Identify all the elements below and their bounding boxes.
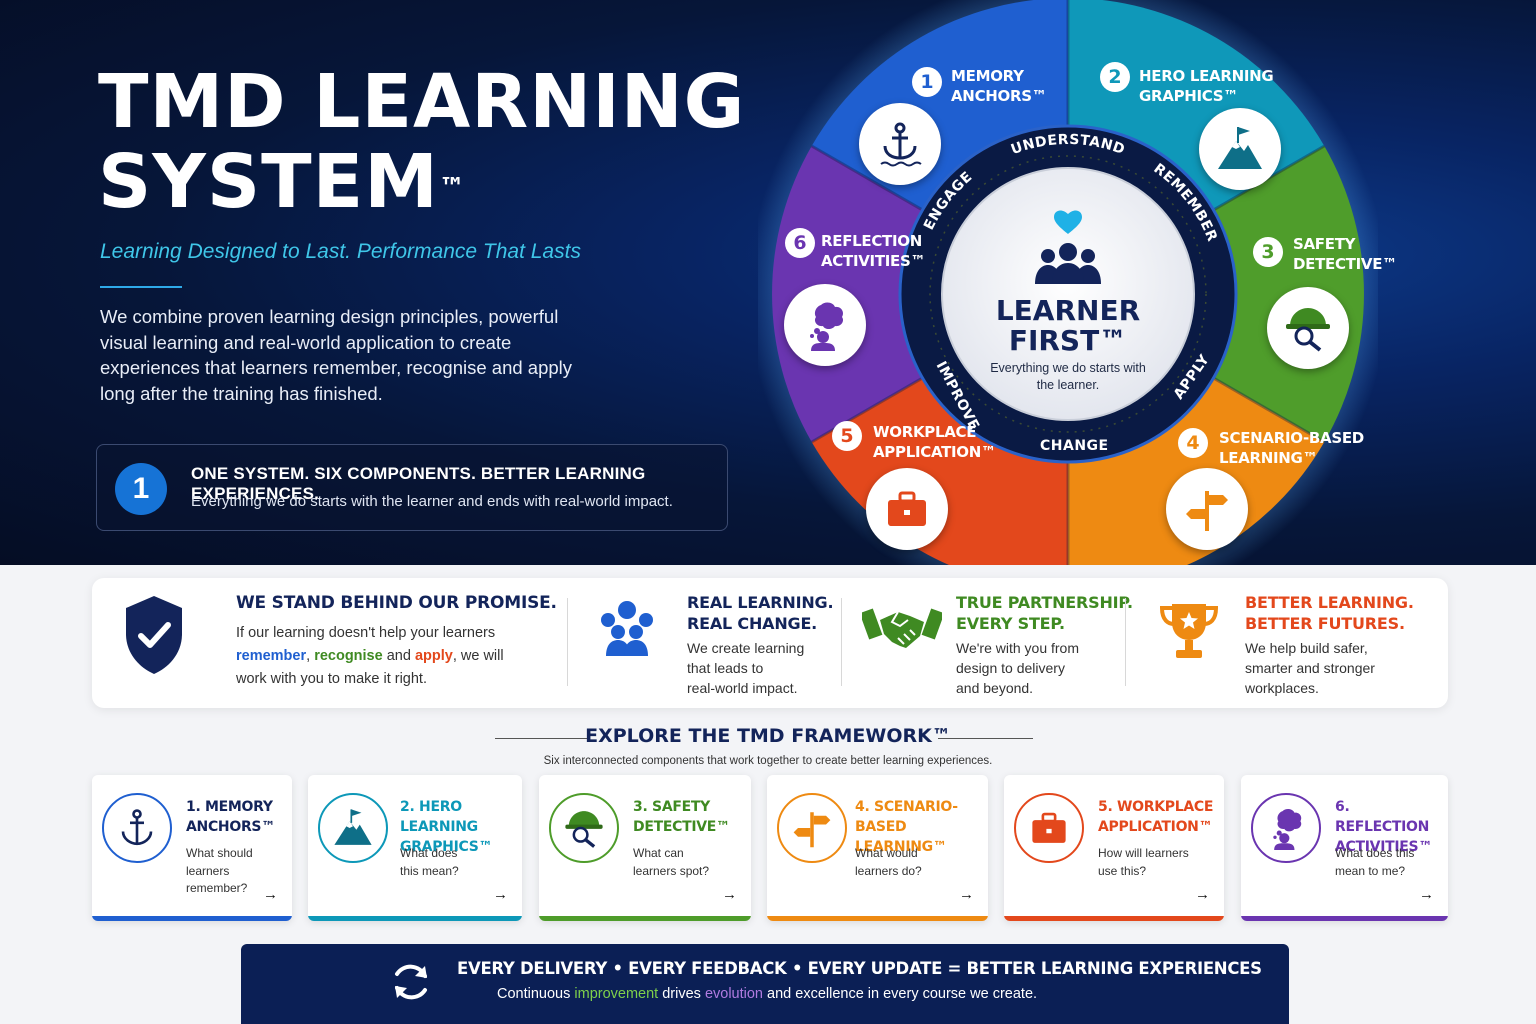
tagline-divider bbox=[100, 286, 182, 288]
promise-heading: WE STAND BEHIND OUR PROMISE. bbox=[236, 593, 557, 613]
system-subtext: Everything we do starts with the learner… bbox=[191, 493, 673, 510]
mountain-flag-icon bbox=[318, 793, 388, 863]
arrow-right-icon[interactable]: → bbox=[722, 886, 737, 903]
segment-6-number: 6 bbox=[785, 228, 815, 258]
arrow-right-icon[interactable]: → bbox=[1419, 886, 1434, 903]
card-accent-bar bbox=[308, 916, 522, 921]
explore-title: EXPLORE THE TMD FRAMEWORK™ bbox=[585, 725, 951, 747]
segment-5-number: 5 bbox=[832, 421, 862, 451]
people-group-icon bbox=[601, 601, 653, 656]
framework-wheel: UNDERSTAND REMEMBER ENGAGE APPLY CHANGE … bbox=[758, 0, 1397, 565]
detective-icon bbox=[1267, 287, 1349, 369]
segment-4-number: 4 bbox=[1178, 428, 1208, 458]
refresh-icon bbox=[395, 964, 427, 1000]
trademark-mark: ™ bbox=[438, 173, 466, 203]
shield-check-icon bbox=[126, 596, 182, 674]
briefcase-icon bbox=[866, 468, 948, 550]
footer-banner: EVERY DELIVERY • EVERY FEEDBACK • EVERY … bbox=[241, 944, 1289, 1024]
center-title-line-2: FIRST™ bbox=[1008, 324, 1128, 357]
handshake-icon bbox=[862, 608, 942, 648]
mountain-flag-icon bbox=[1199, 108, 1281, 190]
center-subtext: Everything we do starts with the learner… bbox=[990, 361, 1146, 392]
segment-3-number: 3 bbox=[1253, 237, 1283, 267]
hero-section: TMD LEARNING SYSTEM™ Learning Designed t… bbox=[0, 0, 1536, 565]
anchor-icon bbox=[859, 103, 941, 185]
arrow-right-icon[interactable]: → bbox=[263, 886, 278, 903]
promise-item-3-text: We help build safer,smarter and stronger… bbox=[1245, 640, 1375, 696]
signpost-icon bbox=[777, 793, 847, 863]
arrow-right-icon[interactable]: → bbox=[493, 886, 508, 903]
promise-item-1-heading: REAL LEARNING.REAL CHANGE. bbox=[687, 593, 834, 633]
title-line-2: SYSTEM bbox=[98, 139, 439, 225]
card-accent-bar bbox=[767, 916, 988, 921]
footer-heading: EVERY DELIVERY • EVERY FEEDBACK • EVERY … bbox=[457, 959, 1262, 978]
arrow-right-icon[interactable]: → bbox=[959, 886, 974, 903]
explore-subtitle: Six interconnected components that work … bbox=[543, 755, 993, 767]
ring-word-change: CHANGE bbox=[1040, 438, 1109, 454]
explore-rule-right bbox=[938, 738, 1033, 739]
card-accent-bar bbox=[92, 916, 292, 921]
footer-subtext: Continuous improvement drives evolution … bbox=[497, 986, 1038, 1002]
thought-icon bbox=[1251, 793, 1321, 863]
promise-item-3-heading: BETTER LEARNING.BETTER FUTURES. bbox=[1245, 593, 1414, 633]
thought-icon bbox=[784, 284, 866, 366]
signpost-icon bbox=[1166, 468, 1248, 550]
center-disc bbox=[941, 167, 1195, 421]
system-number-badge: 1 bbox=[115, 463, 167, 515]
segment-1-number: 1 bbox=[912, 67, 942, 97]
card-accent-bar bbox=[1004, 916, 1224, 921]
detective-icon bbox=[549, 793, 619, 863]
center-title-line-1: LEARNER bbox=[995, 294, 1141, 327]
promise-divider bbox=[841, 598, 842, 686]
promise-bar: WE STAND BEHIND OUR PROMISE. If our lear… bbox=[92, 578, 1448, 708]
promise-divider bbox=[567, 598, 568, 686]
system-summary-box: 1 ONE SYSTEM. SIX COMPONENTS. BETTER LEA… bbox=[96, 444, 728, 531]
segment-2-number: 2 bbox=[1100, 62, 1130, 92]
page-title: TMD LEARNING SYSTEM™ bbox=[98, 62, 745, 222]
intro-paragraph: We combine proven learning design princi… bbox=[100, 306, 573, 404]
explore-rule-left bbox=[495, 738, 590, 739]
card-accent-bar bbox=[539, 916, 751, 921]
trophy-icon bbox=[1159, 604, 1219, 658]
system-heading: ONE SYSTEM. SIX COMPONENTS. BETTER LEARN… bbox=[191, 464, 646, 503]
promise-item-2-heading: TRUE PARTNERSHIP.EVERY STEP. bbox=[956, 593, 1133, 633]
tagline: Learning Designed to Last. Performance T… bbox=[100, 240, 581, 263]
promise-divider bbox=[1125, 598, 1126, 686]
card-accent-bar bbox=[1241, 916, 1448, 921]
arrow-right-icon[interactable]: → bbox=[1195, 886, 1210, 903]
anchor-icon bbox=[102, 793, 172, 863]
learner-group-icon bbox=[1035, 210, 1101, 284]
title-line-1: TMD LEARNING bbox=[98, 59, 746, 145]
briefcase-icon bbox=[1014, 793, 1084, 863]
promise-text: If our learning doesn't help your learne… bbox=[236, 625, 504, 687]
